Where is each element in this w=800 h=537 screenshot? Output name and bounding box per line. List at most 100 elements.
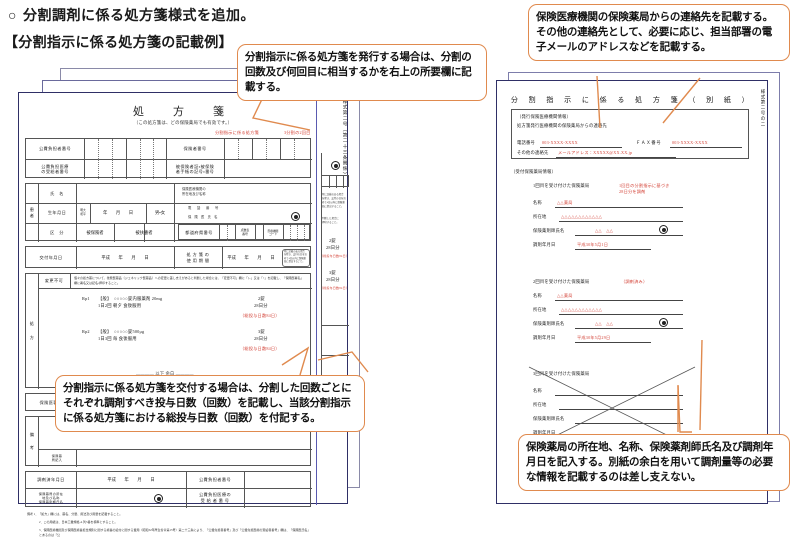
rx-item-2-total-note: （総投与日数84日） bbox=[240, 346, 280, 351]
callout-top-right: 保険医療機関の保険薬局からの連絡先を記載する。その他の連絡先として、必要に応じ、… bbox=[528, 4, 790, 61]
footnote-2: 2．この用紙は、日本工業規格 A 列5番を標準とすること。 bbox=[39, 520, 118, 524]
issuer-box-heading: （発行保険医療機関情報） bbox=[517, 114, 571, 119]
callout-bottom-left-text: 分割指示に係る処方箋を交付する場合は、分割した回数ごとにそれぞれ調剤すべき投与日… bbox=[63, 382, 352, 424]
label-patient-group: 患 者 bbox=[29, 206, 35, 218]
issue-validity-table: 交付年月日 平成 年 月 日 処 方 箋 の 使 用 期 間 平成 年 月 日 … bbox=[25, 246, 311, 269]
pref-code-grid: 都道府県番号 点数表 番号 医療機関 コード bbox=[178, 224, 310, 241]
entry-1-pharmacist-value: △△ △△ bbox=[595, 228, 614, 233]
blank-space-marker: ―――― 以下 余白 ―――― bbox=[136, 371, 194, 376]
class-dependent: 被扶養者 bbox=[135, 229, 153, 235]
margin-total-1: （総投与日数84日） bbox=[320, 254, 350, 258]
label-insured-symbol-number: 被保険者証・被保険 者手帳の記号・番号 bbox=[175, 163, 215, 174]
label-public-recipient-number: 公費負担医療 の受給者番号 bbox=[41, 163, 69, 174]
label-pharmacy-entry: 保険薬 局記入 bbox=[51, 453, 63, 462]
change-note-text: 個々の処方薬について、後発医薬品（ジェネリック医薬品）への変更に差し支えがあると… bbox=[74, 276, 304, 285]
annotation-split-prescription: 分割指示に係る処方箋 bbox=[215, 130, 259, 135]
label-issue-date: 交付年月日 bbox=[39, 255, 63, 261]
margin-seal-icon bbox=[331, 161, 340, 170]
label-doctor-signature: 保険医署名 bbox=[39, 400, 63, 406]
patient-institution-table: 患 者 氏 名 生年月日 明大 昭平 年 月 日 男・女 区 分 被保険者 被扶… bbox=[25, 183, 312, 242]
bullet-circle-icon: ○ bbox=[8, 9, 17, 24]
entry-3-heading: 3回目を受け付けた保険薬局 bbox=[533, 371, 590, 376]
rx-item-2-drug: ○○○○○錠500μg bbox=[114, 329, 145, 334]
label-public-payer-number: 公費負担者番号 bbox=[38, 146, 72, 152]
issuer-info-box: （発行保険医療機関情報） 処方箋発行医療機関の保険薬局からの連絡先 電話番号 0… bbox=[511, 109, 749, 159]
issuer-box-subheading: 処方箋発行医療機関の保険薬局からの連絡先 bbox=[517, 123, 607, 128]
label-issuer-other: その他の連絡先 bbox=[517, 150, 549, 155]
rx-item-1-days: 28日分 bbox=[254, 303, 268, 308]
entry-1-name-value: △△薬局 bbox=[557, 200, 573, 205]
margin-days-1: 28日分 bbox=[326, 245, 340, 250]
entry-2-pharmacist-label: 保険薬剤師氏名 bbox=[533, 321, 565, 326]
label-institution-tel: 電 話 番 号 bbox=[188, 206, 220, 210]
entry-1-seal-icon bbox=[659, 225, 668, 234]
entry-2-date-label: 調剤年月日 bbox=[533, 335, 556, 340]
margin-qty-2: 3錠 bbox=[329, 270, 336, 275]
footnote-3: 3．保険医療機関及び保険医療養担当規則に関する療養の給付に関する費用（昭和32年… bbox=[39, 528, 309, 537]
label-prefecture-number: 都道府県番号 bbox=[185, 230, 213, 236]
entry-1-date-value: 平成30年5月1日 bbox=[577, 242, 609, 247]
label-rx-group: 処 方 bbox=[29, 321, 35, 340]
number-table: 公費負担者番号 公費負担医療 の受給者番号 保険者番号 被保険者証・被保険 者手… bbox=[25, 138, 312, 179]
entry-2-addr-value: △△△△△△△△△△△△ bbox=[561, 307, 603, 312]
validity-date-value: 平成 年 月 日 bbox=[227, 255, 275, 261]
annotation-split-count: 3分割の2回目 bbox=[284, 130, 311, 135]
entry-1-addr-label: 所在地 bbox=[533, 214, 547, 219]
entry-1-date-label: 調剤年月日 bbox=[533, 242, 556, 247]
label-footer-public-payer: 公費負担者番号 bbox=[198, 477, 232, 483]
entry-3-date-label: 調剤年月日 bbox=[533, 430, 556, 435]
entry-2-annotation: （調剤済み） bbox=[621, 279, 648, 284]
entry-2-seal-icon bbox=[659, 318, 668, 327]
rx-item-1-no: Rp1 bbox=[82, 296, 90, 301]
callout-top-left-text: 分割指示に係る処方箋を発行する場合は、分割の回数及び何回目に相当するかを右上の所… bbox=[245, 51, 472, 93]
label-patient-name: 氏 名 bbox=[50, 190, 64, 196]
label-insurer-number: 保険者番号 bbox=[183, 146, 207, 152]
value-issuer-fax: 003-XXXX-XXXX bbox=[672, 140, 708, 145]
label-change-not-allowed: 変更不可 bbox=[44, 278, 64, 284]
label-issuer-tel: 電話番号 bbox=[517, 140, 535, 145]
sex-field: 男・女 bbox=[154, 210, 166, 216]
document-page: ○分割調剤に係る処方箋様式を追加。 【分割指示に係る処方箋の記載例】 処 方 処… bbox=[0, 0, 800, 518]
issue-date-value: 平成 年 月 日 bbox=[101, 255, 149, 261]
margin-total-2: （総投与日数84日） bbox=[320, 286, 350, 290]
pharmacist-seal-icon bbox=[154, 494, 163, 503]
rx-item-2-qty: 3錠 bbox=[258, 329, 265, 334]
margin-note-top: 特に記載のある場合 を除き、交付の日を含 めて4日以内に保険薬 局に提出すること… bbox=[322, 193, 346, 208]
entry-1-heading: 1回目を受け付けた保険薬局 bbox=[533, 183, 590, 188]
label-dispensed-date: 調剤済年月日 bbox=[37, 477, 65, 483]
entry-1-pharmacist-label: 保険薬剤師氏名 bbox=[533, 228, 565, 233]
doctor-seal-icon bbox=[291, 212, 300, 221]
rx-item-1-total-note: （総投与日数84日） bbox=[240, 313, 280, 318]
callout-bottom-left: 分割指示に係る処方箋を交付する場合は、分割した回数ごとにそれぞれ調剤すべき投与日… bbox=[55, 375, 365, 432]
right-margin-column bbox=[321, 153, 349, 398]
receiving-pharmacy-heading: （受付保険薬局情報） bbox=[511, 169, 556, 174]
margin-note-mid: 判断した場合に 押印すること。 bbox=[322, 217, 339, 224]
prescription-sheet: 処 方 箋 （この処方箋は、どの保険薬局でも有効です。） 様式第二号（第二十三条… bbox=[18, 92, 350, 537]
margin-days-2: 28日分 bbox=[326, 277, 340, 282]
rx-item-1-dosing: 1日2回 朝夕 食後服用 bbox=[98, 303, 142, 308]
entry-2-date-value: 平成30年5月29日 bbox=[577, 335, 611, 340]
margin-qty-1: 2錠 bbox=[329, 238, 336, 243]
entry-2-pharmacist-value: △△ △△ bbox=[595, 321, 614, 326]
entry-3-name-label: 名称 bbox=[533, 388, 542, 393]
entry-2-name-label: 名称 bbox=[533, 293, 542, 298]
label-pharmacy-address: 保険薬局の所在 地及び名称 保険薬剤師氏名 bbox=[38, 491, 64, 505]
value-issuer-tel: 003-XXXX-XXXX bbox=[542, 140, 578, 145]
class-insured: 被保険者 bbox=[86, 229, 104, 235]
label-point-table-number: 点数表 番号 bbox=[240, 228, 250, 236]
entry-2-addr-label: 所在地 bbox=[533, 307, 547, 312]
entry-2-heading: 2回目を受け付けた保険薬局 bbox=[533, 279, 590, 284]
rx-item-1-qty: 2錠 bbox=[258, 296, 265, 301]
rx-item-2-no: Rp2 bbox=[82, 329, 90, 334]
callout-top-right-text: 保険医療機関の保険薬局からの連絡先を記載する。その他の連絡先として、必要に応じ、… bbox=[536, 11, 773, 53]
label-institution-address: 保険医療機関の 所在地及び名称 bbox=[182, 187, 206, 196]
label-issuer-fax: ＦＡＸ番号 bbox=[636, 140, 662, 145]
entry-3-pharmacist-label: 保険薬剤師氏名 bbox=[533, 416, 565, 421]
dispensed-date-value: 平成 年 月 日 bbox=[107, 477, 155, 483]
label-remarks: 備 考 bbox=[29, 431, 35, 451]
entry-1-addr-value: △△△△△△△△△△△△ bbox=[561, 214, 603, 219]
callout-top-left: 分割指示に係る処方箋を発行する場合は、分割の回数及び何回目に相当するかを右上の所… bbox=[237, 44, 487, 101]
margin-code-grid bbox=[321, 175, 349, 188]
heading-1-text: 分割調剤に係る処方箋様式を追加。 bbox=[22, 9, 255, 24]
prescription-body-table: 処 方 変更不可 個々の処方薬について、後発医薬品（ジェネリック医薬品）への変更… bbox=[25, 273, 312, 389]
